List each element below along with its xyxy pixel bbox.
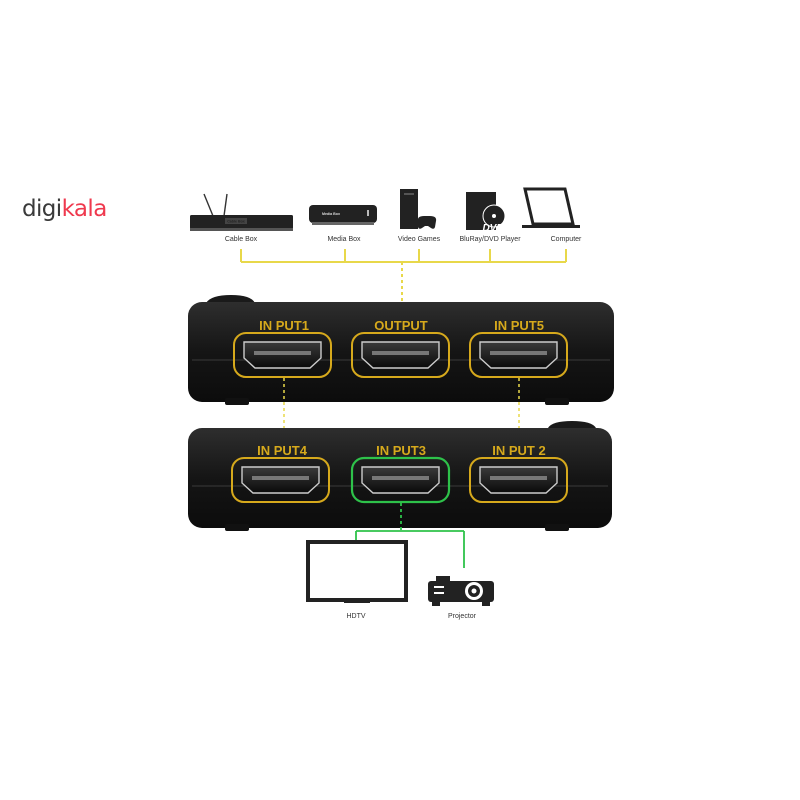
media-box-badge: Media Box <box>322 212 340 216</box>
source-label-computer: Computer <box>551 236 582 243</box>
output-connector-lines <box>355 503 465 568</box>
port-label-output: OUTPUT <box>374 318 428 333</box>
game-console-icon <box>400 189 437 229</box>
hdmi-port-input2 <box>469 457 568 503</box>
port-label-input4: IN PUT4 <box>257 443 308 458</box>
port-label-input2: IN PUT 2 <box>492 443 545 458</box>
source-label-dvd-player: BluRay/DVD Player <box>459 236 521 243</box>
hdmi-port-input3 <box>350 456 451 504</box>
hdmi-port-output <box>351 332 450 378</box>
source-label-video-games: Video Games <box>398 236 441 243</box>
logo-part-digi: digi <box>22 196 62 222</box>
hdmi-port-input5 <box>469 332 568 378</box>
logo-part-kala: kala <box>61 196 108 222</box>
source-label-cable-box: Cable Box <box>225 236 258 243</box>
port-label-input3: IN PUT3 <box>376 443 426 458</box>
dvd-player-icon: DVD <box>466 192 506 234</box>
media-box-icon: Media Box <box>309 205 377 225</box>
source-connector-lines <box>240 249 567 314</box>
digikala-logo: digikala <box>22 196 107 222</box>
output-label-projector: Projector <box>448 613 477 620</box>
projector-icon <box>428 576 494 606</box>
dvd-badge: DVD <box>482 223 503 234</box>
tv-icon <box>306 540 408 603</box>
port-label-input1: IN PUT1 <box>259 318 309 333</box>
source-label-media-box: Media Box <box>327 236 361 243</box>
output-label-hdtv: HDTV <box>346 613 365 620</box>
laptop-icon <box>522 187 580 228</box>
hdmi-port-input4 <box>231 457 330 503</box>
cable-box-badge: Cable Box <box>227 220 245 224</box>
cable-box-icon: Cable Box <box>190 193 293 231</box>
hdmi-port-input1 <box>233 332 332 378</box>
port-label-input5: IN PUT5 <box>494 318 544 333</box>
